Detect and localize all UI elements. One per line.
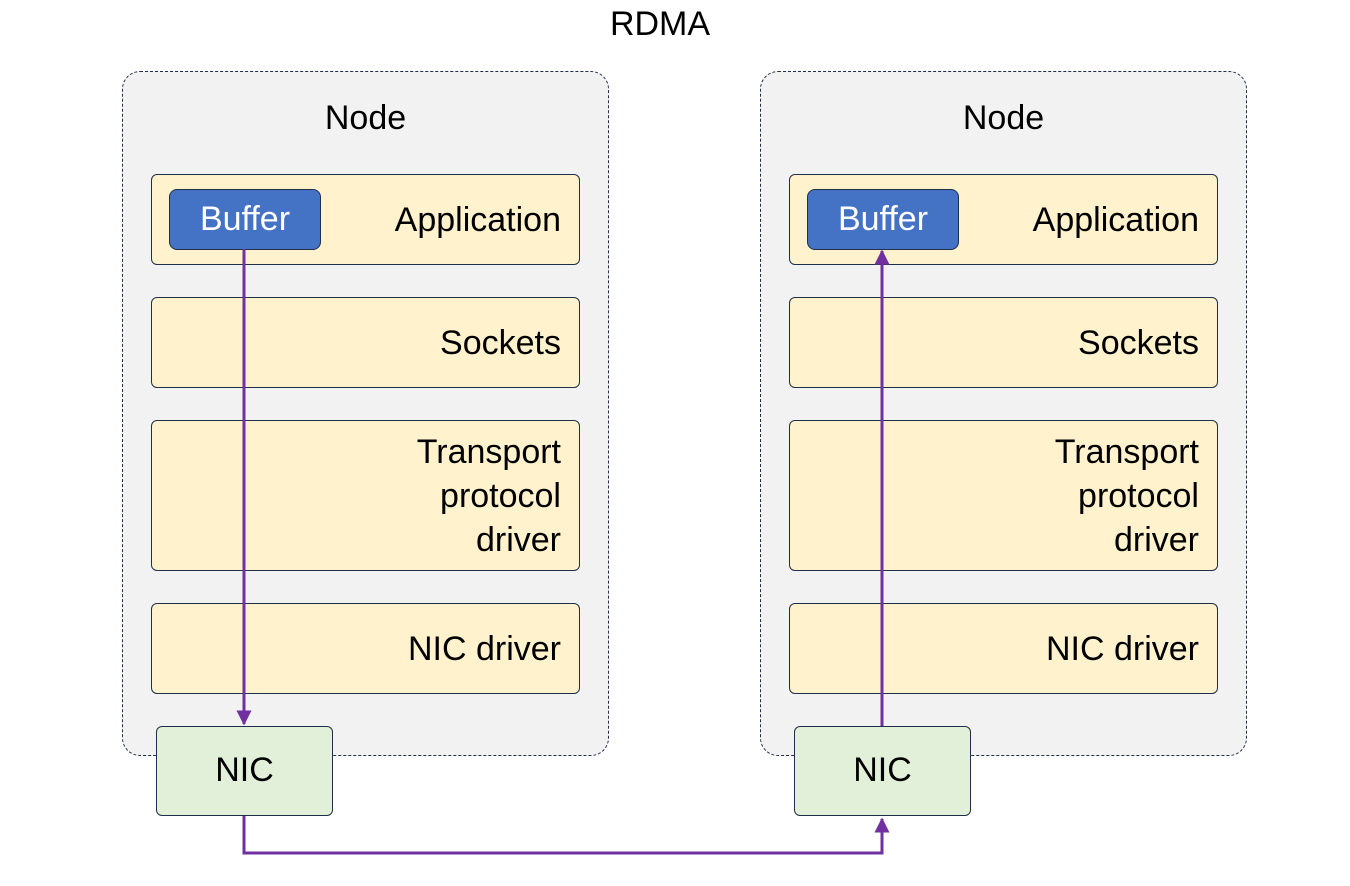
node-right-buffer: Buffer	[807, 189, 959, 250]
node-right-sockets-layer: Sockets	[789, 297, 1218, 388]
node-left-sockets-label: Sockets	[440, 323, 561, 362]
node-right-nic-driver-label: NIC driver	[1045, 629, 1199, 668]
node-left-buffer: Buffer	[169, 189, 321, 250]
node-right-transport-layer: Transport protocol driver	[789, 420, 1218, 571]
node-left-sockets-layer: Sockets	[151, 297, 580, 388]
arrow-nic-to-nic-link	[242, 816, 890, 855]
node-left-label: Node	[324, 99, 407, 137]
node-left-nic-driver-label: NIC driver	[407, 629, 561, 668]
node-left-transport-layer: Transport protocol driver	[151, 420, 580, 571]
node-right-transport-label: Transport protocol driver	[1054, 432, 1199, 559]
nic-left: NIC	[156, 726, 333, 816]
node-right: Node Application Buffer Sockets Transpor…	[760, 71, 1247, 756]
node-left-application-label: Application	[394, 200, 561, 239]
node-right-application-label: Application	[1032, 200, 1199, 239]
node-right-nic-driver-layer: NIC driver	[789, 603, 1218, 694]
node-right-application-layer: Application	[789, 174, 1218, 265]
node-left: Node Application Buffer Sockets Transpor…	[122, 71, 609, 756]
nic-right: NIC	[794, 726, 971, 816]
node-right-sockets-label: Sockets	[1078, 323, 1199, 362]
diagram-title: RDMA	[609, 5, 711, 43]
node-right-label: Node	[962, 99, 1045, 137]
node-left-nic-driver-layer: NIC driver	[151, 603, 580, 694]
node-left-transport-label: Transport protocol driver	[416, 432, 561, 559]
